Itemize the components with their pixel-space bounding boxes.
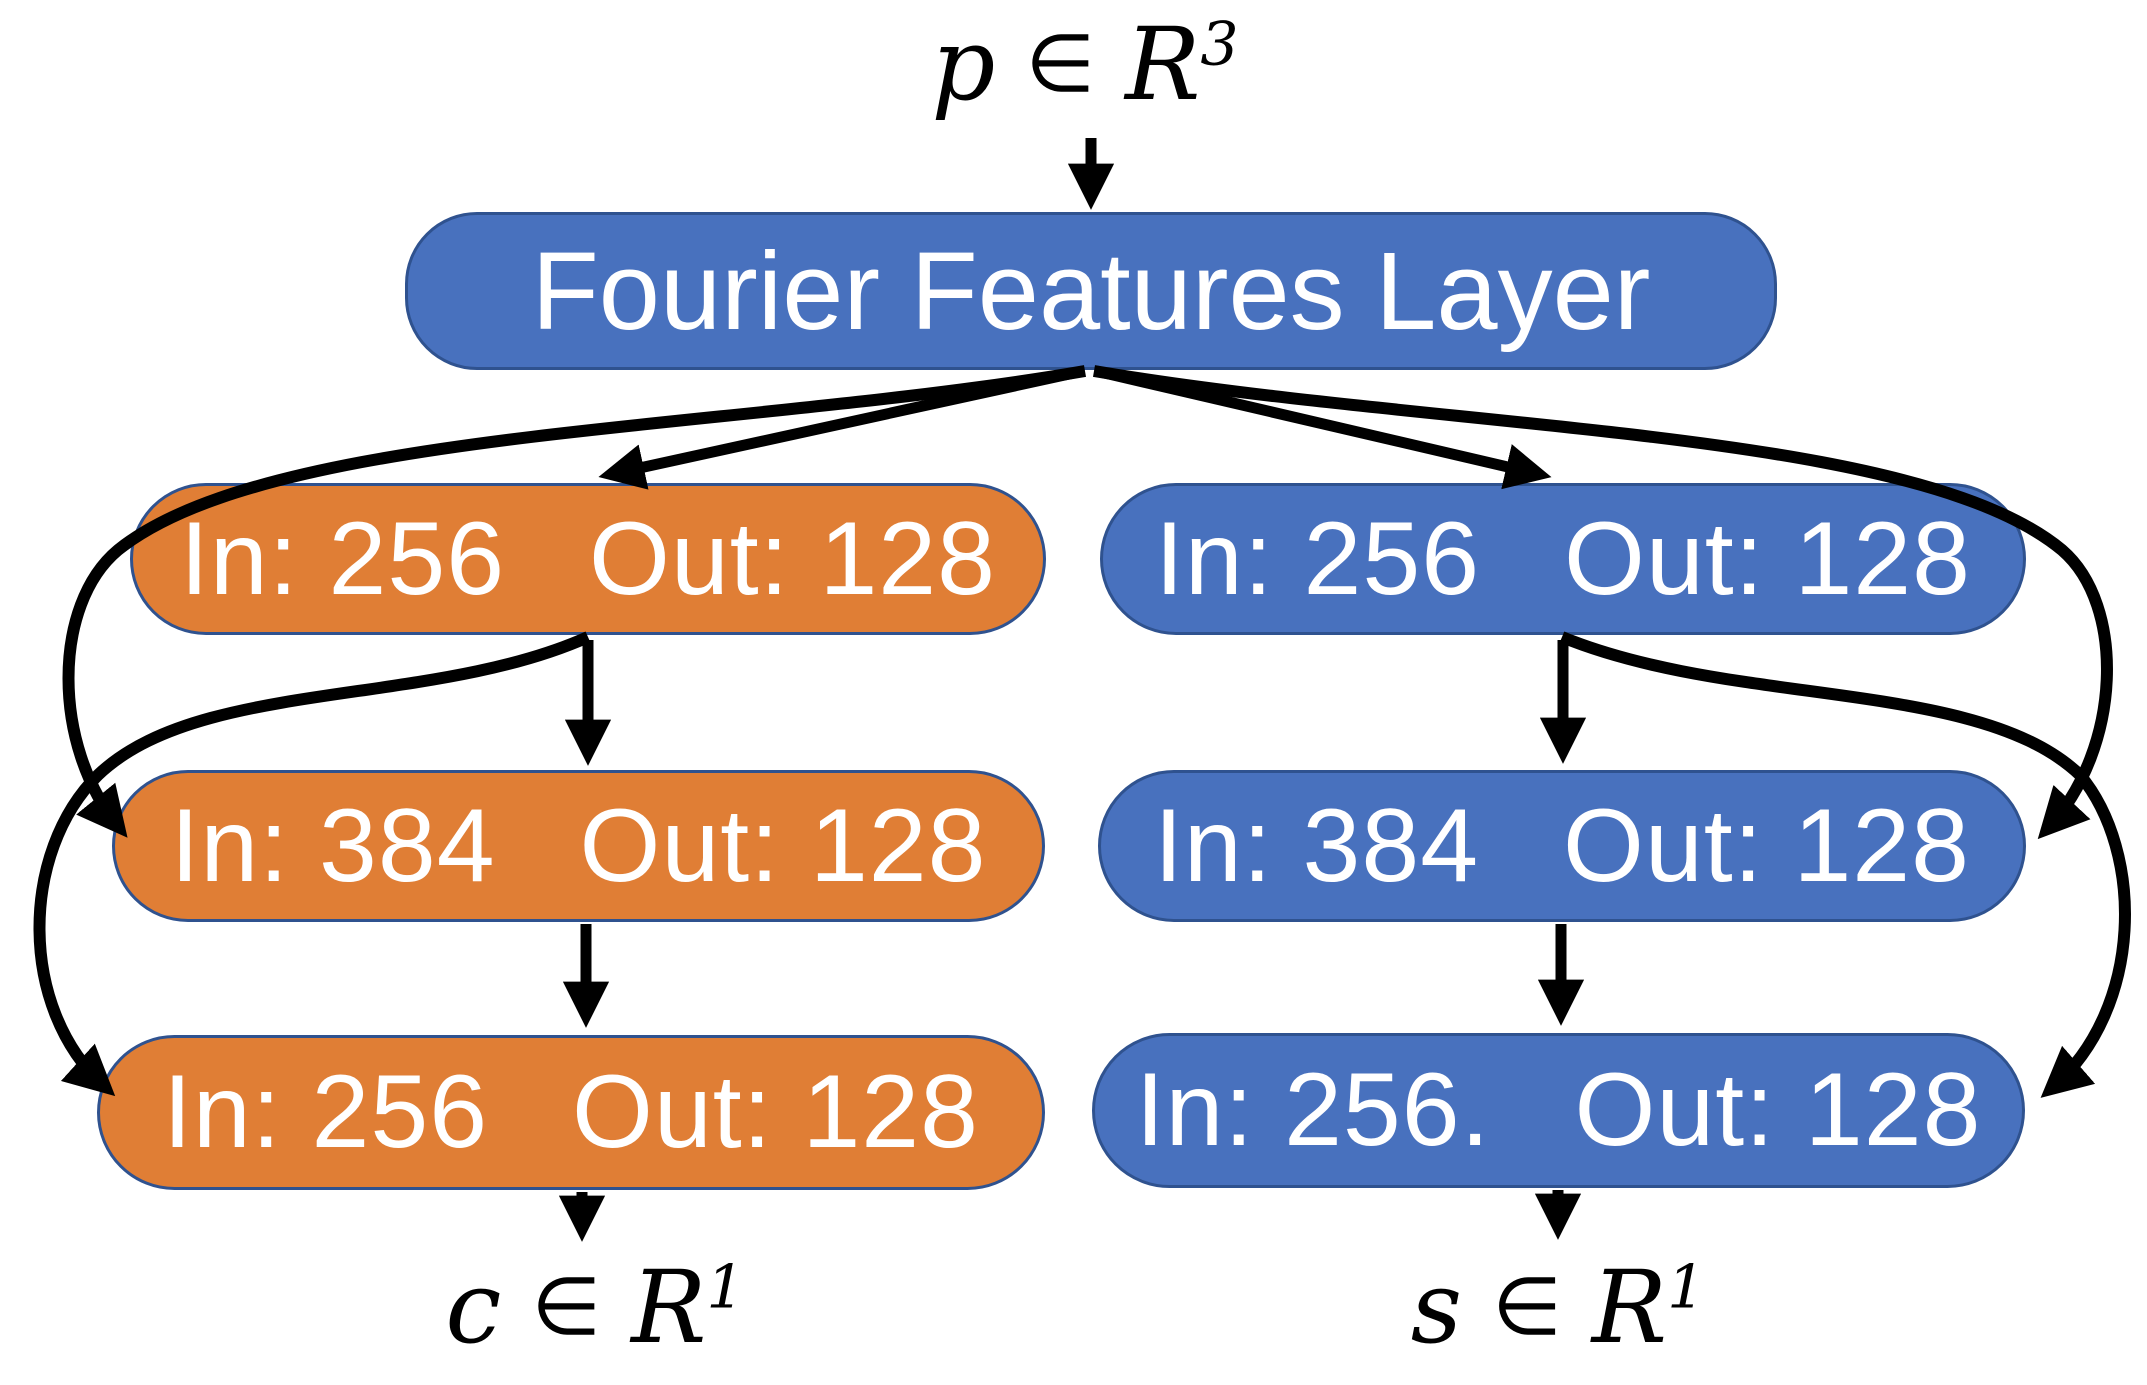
left-layer-1-in: In: 256 <box>180 500 506 617</box>
right-layer-1-out: Out: 128 <box>1564 500 1971 617</box>
left-output-superscript: 1 <box>706 1252 745 1323</box>
right-layer-2-node: In: 384 Out: 128 <box>1098 770 2026 922</box>
left-layer-1-node: In: 256 Out: 128 <box>130 483 1046 635</box>
left-layer-3-node: In: 256 Out: 128 <box>97 1035 1045 1190</box>
element-of-symbol: ∈ <box>1492 1260 1562 1353</box>
right-layer-3-in: In: 256. <box>1135 1052 1491 1168</box>
right-output-label: s ∈ R1 <box>1258 1245 1858 1370</box>
left-layer-3-in: In: 256 <box>163 1054 489 1170</box>
left-layer-2-in: In: 384 <box>170 787 496 904</box>
right-layer-3-out: Out: 128 <box>1574 1052 1982 1168</box>
fourier-features-layer-node: Fourier Features Layer <box>405 212 1777 370</box>
left-output-label: c ∈ R1 <box>295 1245 895 1370</box>
fourier-to-right-layer1-arrow <box>1094 365 1552 490</box>
left-output-variable: c <box>445 1249 502 1366</box>
input-set: R <box>1125 6 1201 123</box>
right-layer-3-node: In: 256. Out: 128 <box>1092 1033 2025 1188</box>
left-layer-2-out: Out: 128 <box>579 787 987 904</box>
fourier-features-layer-label: Fourier Features Layer <box>531 229 1651 353</box>
right-layer-2-in: In: 384 <box>1154 787 1480 904</box>
right-output-superscript: 1 <box>1667 1252 1706 1323</box>
left-layer-1-out: Out: 128 <box>589 500 996 617</box>
left-layer-3-out: Out: 128 <box>572 1054 979 1170</box>
left-output-set: R <box>631 1249 707 1366</box>
input-superscript: 3 <box>1200 9 1239 80</box>
right-layer-1-node: In: 256 Out: 128 <box>1100 483 2026 635</box>
left-layer-2-node: In: 384 Out: 128 <box>112 770 1045 922</box>
input-variable: p <box>931 6 996 123</box>
fourier-to-left-layer1-arrow <box>598 365 1085 490</box>
right-layer-1-in: In: 256 <box>1155 500 1481 617</box>
input-dimension-label: p ∈ R3 <box>785 2 1385 127</box>
right-output-variable: s <box>1410 1249 1463 1366</box>
element-of-symbol: ∈ <box>531 1260 602 1353</box>
element-of-symbol: ∈ <box>1025 17 1096 110</box>
right-layer-2-out: Out: 128 <box>1563 787 1970 904</box>
right-output-set: R <box>1591 1249 1668 1366</box>
